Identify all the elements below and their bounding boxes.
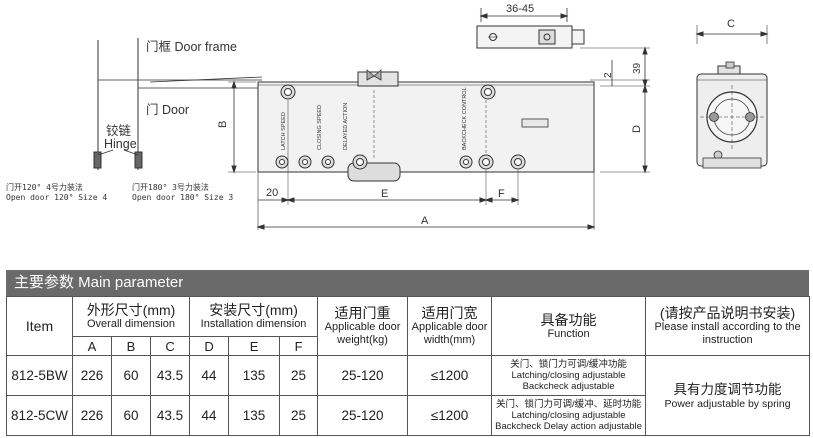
installation-schematic [93,38,263,170]
row-C: 43.5 [149,355,191,396]
header-weight: 适用门重 Applicable door weight(kg) [317,296,409,356]
row-A: 226 [72,395,112,436]
dim-36-45: 36-45 [506,3,534,15]
closer-side-view [695,25,769,169]
row-width: ≤1200 [407,355,493,396]
row-A: 226 [72,355,112,396]
dim-F-label: F [498,188,505,200]
valve-latch-speed-label: LATCH SPEED [281,112,287,150]
main-parameter-table-section: 主要参数 Main parameter Item 外形尺寸(mm) Overal… [6,270,811,438]
size4-en-label: Open door 120° Size 4 [6,193,107,202]
door-closer-drawing: 门框 Door frame 门 Door 铰链 Hinge 门开120° 4号力… [6,3,769,230]
sub-header-A: A [72,336,112,356]
table-title: 主要参数 Main parameter [6,270,809,296]
row-function: 关门、锁门力可调/缓冲、延时功能 Latching/closing adjust… [491,395,647,436]
row-D: 44 [189,395,230,436]
row-weight: 25-120 [317,355,409,396]
row-width: ≤1200 [407,395,493,436]
merged-note-cell: 具有力度调节功能 Power adjustable by spring [645,355,811,436]
sub-header-B: B [111,336,151,356]
dim-39-label: 39 [632,62,643,74]
header-install: 安装尺寸(mm) Installation dimension [189,296,319,337]
mounting-bracket [476,8,585,49]
size3-en-label: Open door 180° Size 3 [132,193,233,202]
hinge-cn-label: 铰链 [106,123,132,138]
sub-header-F: F [279,336,319,356]
dim-20-label: 20 [266,187,278,199]
table-row: 812-5BW 226 60 43.5 44 135 25 25-120 ≤12… [6,355,811,436]
row-E: 135 [228,395,281,436]
valve-closing-speed-label: CLOSING SPEED [317,105,323,150]
table-row: 812-5CW 226 60 43.5 44 135 25 25-120 ≤12… [6,395,810,436]
adjustment-valve-labels: LATCH SPEED CLOSING SPEED DELAYED ACTION… [281,87,468,150]
row-item: 812-5BW [6,355,73,396]
sub-header-C: C [149,336,191,356]
dim-B-line [228,80,256,174]
row-F: 25 [279,395,319,436]
row-C: 43.5 [149,395,191,436]
header-function: 具备功能 Function [491,296,647,356]
row-weight: 25-120 [317,395,409,436]
door-frame-label: 门框 Door frame [146,39,237,54]
dim-E-label: E [381,188,388,200]
sub-header-E: E [228,336,281,356]
dim-D-line [600,84,650,174]
dim-horizontal-lines [256,100,596,230]
dim-2-label: 2 [603,72,614,78]
row-B: 60 [111,355,151,396]
size4-cn-label: 门开120° 4号力装法 [6,182,83,192]
size3-cn-label: 门开180° 3号力装法 [132,182,209,192]
row-E: 135 [228,355,281,396]
row-D: 44 [189,355,230,396]
row-F: 25 [279,355,319,396]
header-item: Item [6,296,73,356]
closer-body [257,69,595,182]
dim-D-label: D [631,125,643,133]
header-width: 适用门宽 Applicable door width(mm) [407,296,493,356]
main-parameter-table: Item 外形尺寸(mm) Overall dimension 安装尺寸(mm)… [6,296,811,436]
sub-header-D: D [189,336,230,356]
valve-delayed-action-label: DELAYED ACTION [343,103,349,150]
hinge-en-label: Hinge [104,137,137,151]
dim-B-label: B [217,121,229,128]
row-B: 60 [111,395,151,436]
door-label: 门 Door [146,102,189,117]
header-overall: 外形尺寸(mm) Overall dimension [71,296,191,337]
dim-2-39-lines [580,46,650,88]
dim-C-label: C [727,18,735,30]
valve-backcheck-label: BACKCHECK CONTROL [462,87,468,150]
row-item: 812-5CW [6,395,73,436]
header-note: (请按产品说明书安装) Please install according to … [645,296,811,356]
dim-A-label: A [421,215,429,227]
header-row: Item 外形尺寸(mm) Overall dimension 安装尺寸(mm)… [6,296,811,356]
row-function: 关门、锁门力可调/缓冲功能 Latching/closing adjustabl… [491,355,647,396]
